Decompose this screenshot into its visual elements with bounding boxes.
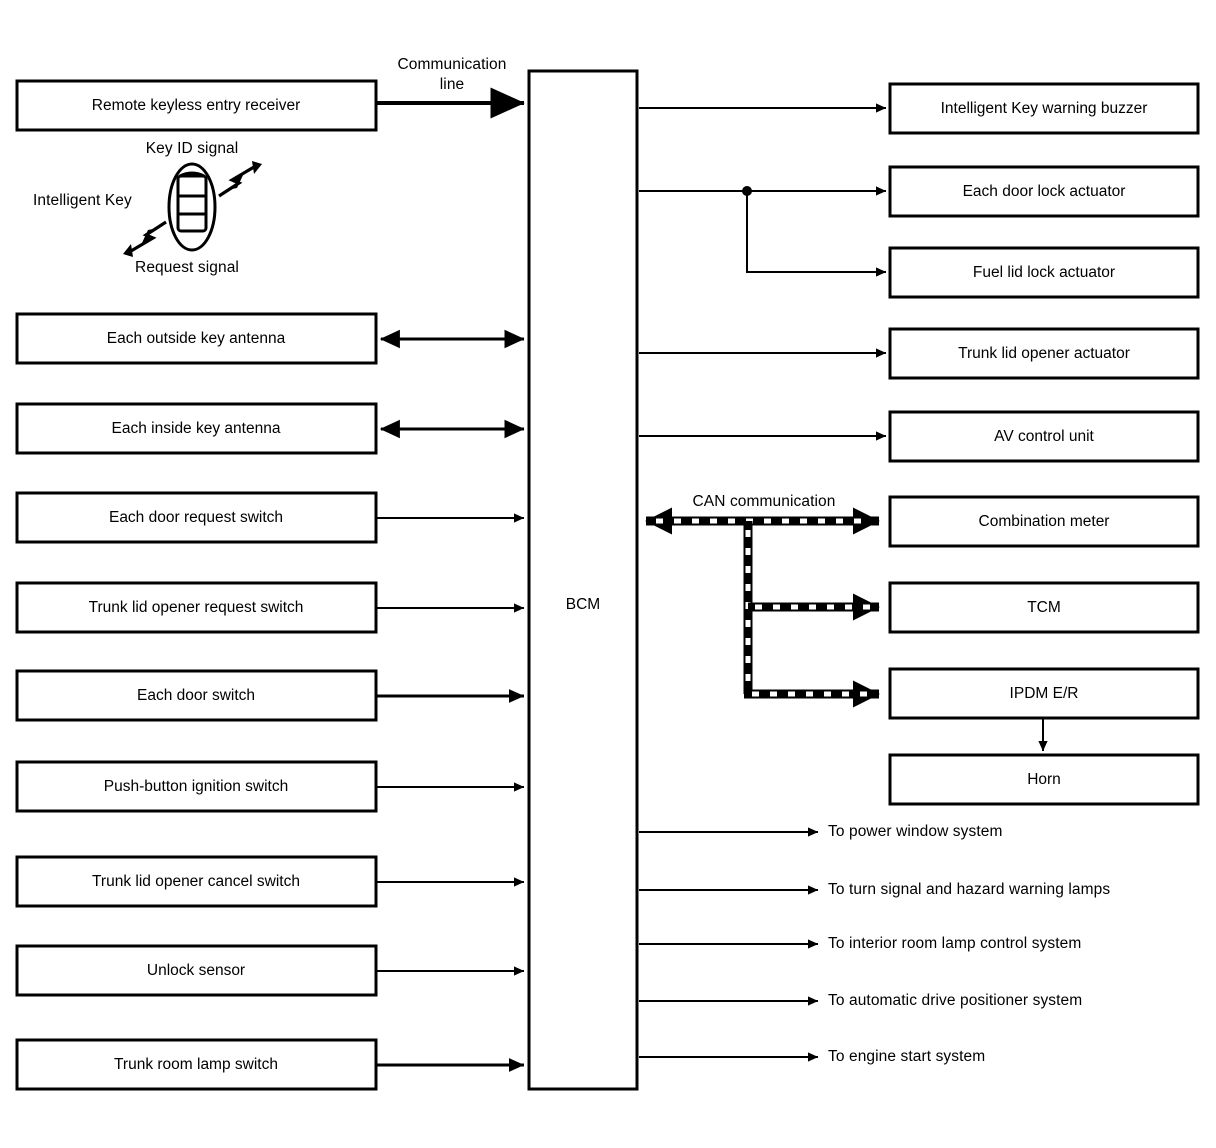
communication-line-label-line1: Communication bbox=[397, 56, 507, 73]
box-ipdm-er bbox=[888, 667, 1200, 720]
label-av-control-unit: AV control unit bbox=[994, 428, 1094, 445]
label-trunk-room-lamp-switch: Trunk room lamp switch bbox=[114, 1056, 278, 1073]
label-trunk-lid-opener-actuator: Trunk lid opener actuator bbox=[958, 345, 1130, 362]
label-to-turn-signal-and-hazard-warning-lamps: To turn signal and hazard warning lamps bbox=[828, 881, 1111, 898]
label-horn: Horn bbox=[1027, 771, 1061, 788]
box-av-control-unit bbox=[888, 410, 1200, 463]
box-combination-meter bbox=[888, 495, 1200, 548]
label-to-interior-room-lamp-control-system: To interior room lamp control system bbox=[828, 935, 1082, 952]
box-push-button-ignition-switch bbox=[15, 760, 378, 813]
label-to-power-window-system: To power window system bbox=[828, 823, 1003, 840]
can-communication-label: CAN communication bbox=[692, 493, 836, 510]
label-each-outside-key-antenna: Each outside key antenna bbox=[106, 330, 286, 347]
label-fuel-lid-lock-actuator: Fuel lid lock actuator bbox=[972, 264, 1116, 281]
label-tcm: TCM bbox=[1027, 599, 1061, 616]
label-each-door-request-switch: Each door request switch bbox=[108, 509, 284, 526]
label-trunk-lid-opener-request-switch: Trunk lid opener request switch bbox=[88, 599, 304, 616]
label-each-inside-key-antenna: Each inside key antenna bbox=[111, 420, 281, 437]
box-each-door-lock-actuator bbox=[888, 165, 1200, 218]
bcm-label: BCM bbox=[565, 596, 601, 613]
key-id-signal-lightning-icon bbox=[218, 161, 262, 198]
label-push-button-ignition-switch: Push-button ignition switch bbox=[103, 778, 289, 795]
label-combination-meter: Combination meter bbox=[978, 513, 1110, 530]
key-fob-button-panel-icon bbox=[176, 174, 208, 233]
communication-line-label-line2: line bbox=[439, 76, 465, 93]
box-trunk-lid-opener-request-switch bbox=[15, 581, 378, 634]
label-trunk-lid-opener-cancel-switch: Trunk lid opener cancel switch bbox=[92, 873, 300, 890]
box-each-inside-key-antenna bbox=[15, 402, 378, 455]
box-tcm bbox=[888, 581, 1200, 634]
box-trunk-lid-opener-actuator bbox=[888, 327, 1200, 380]
box-remote-keyless-entry-receiver bbox=[15, 79, 378, 132]
intelligent-key-label: Intelligent Key bbox=[33, 192, 132, 209]
label-each-door-lock-actuator: Each door lock actuator bbox=[962, 183, 1126, 200]
request-signal-label: Request signal bbox=[135, 259, 239, 276]
box-unlock-sensor bbox=[15, 944, 378, 997]
label-to-engine-start-system: To engine start system bbox=[828, 1048, 986, 1065]
label-intelligent-key-warning-buzzer: Intelligent Key warning buzzer bbox=[940, 100, 1148, 117]
connector-fuel-lid-lock-actuator bbox=[746, 191, 887, 277]
request-signal-lightning-icon bbox=[123, 220, 167, 257]
box-each-door-request-switch bbox=[15, 491, 378, 544]
box-each-door-switch bbox=[15, 669, 378, 722]
label-to-automatic-drive-positioner-system: To automatic drive positioner system bbox=[828, 992, 1083, 1009]
label-remote-keyless-entry-receiver: Remote keyless entry receiver bbox=[91, 97, 301, 114]
key-id-signal-label: Key ID signal bbox=[145, 140, 239, 157]
box-fuel-lid-lock-actuator bbox=[888, 246, 1200, 299]
label-ipdm-er: IPDM E/R bbox=[1009, 685, 1079, 702]
box-intelligent-key-warning-buzzer bbox=[888, 82, 1200, 135]
bcm-box bbox=[527, 69, 639, 1091]
box-trunk-lid-opener-cancel-switch bbox=[15, 855, 378, 908]
box-each-outside-key-antenna bbox=[15, 312, 378, 365]
label-unlock-sensor: Unlock sensor bbox=[146, 962, 246, 979]
label-each-door-switch: Each door switch bbox=[136, 687, 256, 704]
box-horn bbox=[888, 753, 1200, 806]
